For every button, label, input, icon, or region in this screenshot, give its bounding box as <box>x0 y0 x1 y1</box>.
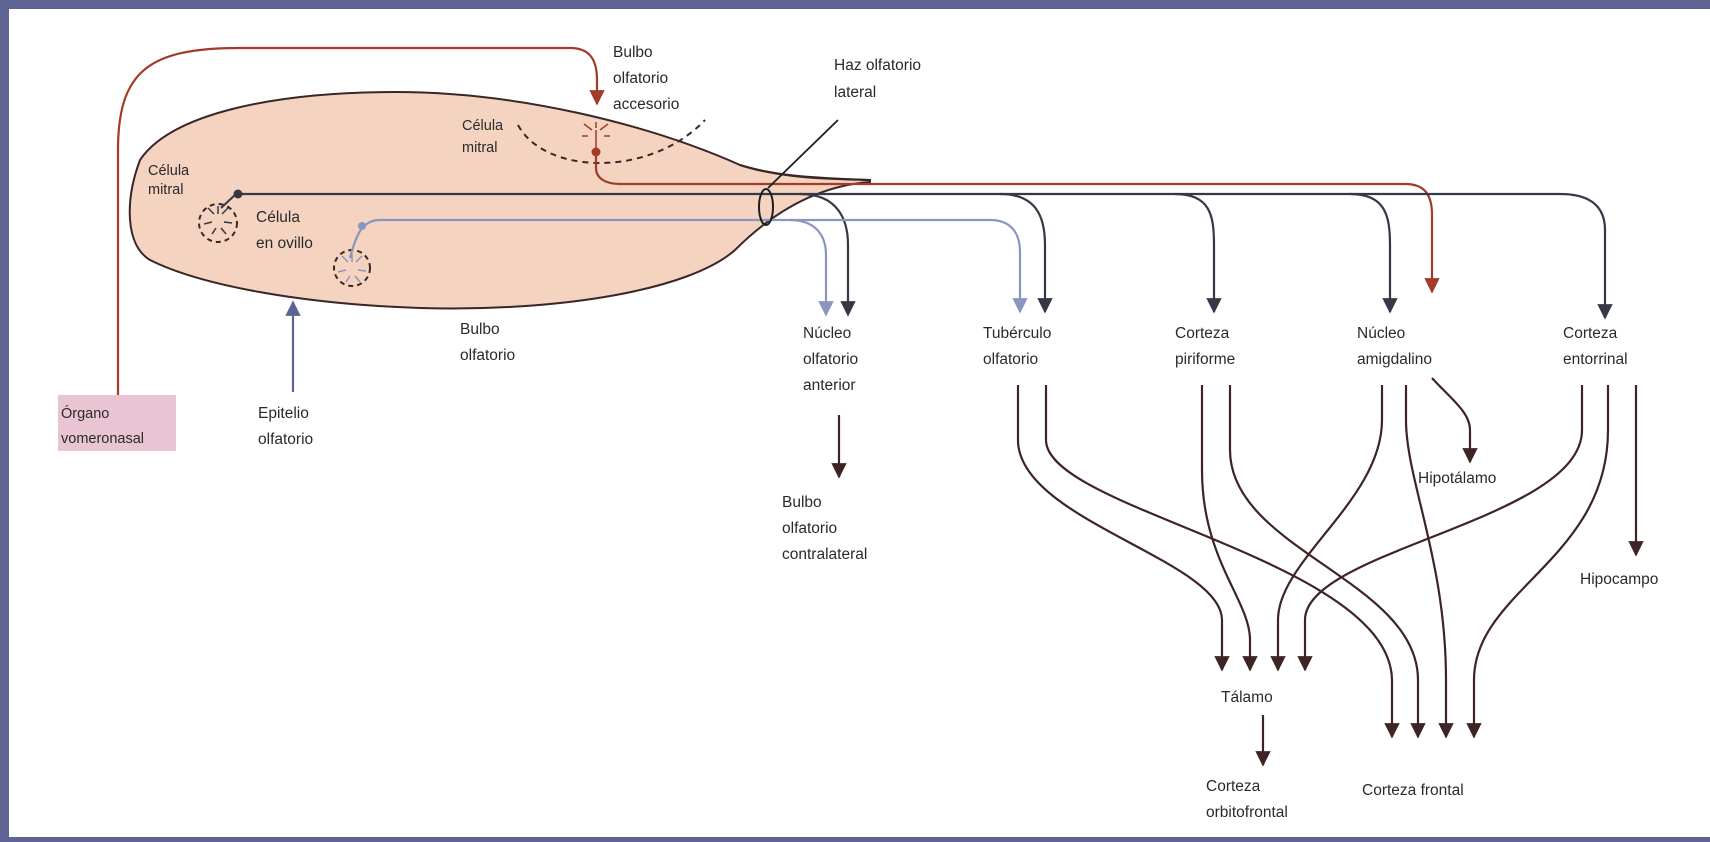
label-hipocampo: Hipocampo <box>1580 571 1658 588</box>
label-hipotalamo: Hipotálamo <box>1418 470 1496 487</box>
path-entorrinal-frontal <box>1474 385 1608 737</box>
branch-piriforme <box>1175 194 1214 312</box>
branch-amigdalino <box>1350 194 1390 312</box>
path-amigdalino-hipotalamo <box>1432 378 1470 462</box>
path-tuberculo-frontal <box>1046 385 1392 737</box>
path-piriforme-frontal <box>1230 385 1418 737</box>
tufted-branch-nucleo <box>790 220 826 315</box>
accessory-mitral-soma <box>592 148 601 157</box>
path-amigdalino-frontal <box>1406 385 1446 737</box>
tufted-soma <box>358 222 366 230</box>
branch-nucleo-anterior <box>800 194 848 315</box>
label-corteza-frontal: Corteza frontal <box>1362 782 1464 799</box>
path-piriforme-talamo <box>1202 385 1250 670</box>
label-talamo: Tálamo <box>1221 689 1273 706</box>
path-tuberculo-talamo <box>1018 385 1222 670</box>
branch-tuberculo <box>1000 194 1045 312</box>
